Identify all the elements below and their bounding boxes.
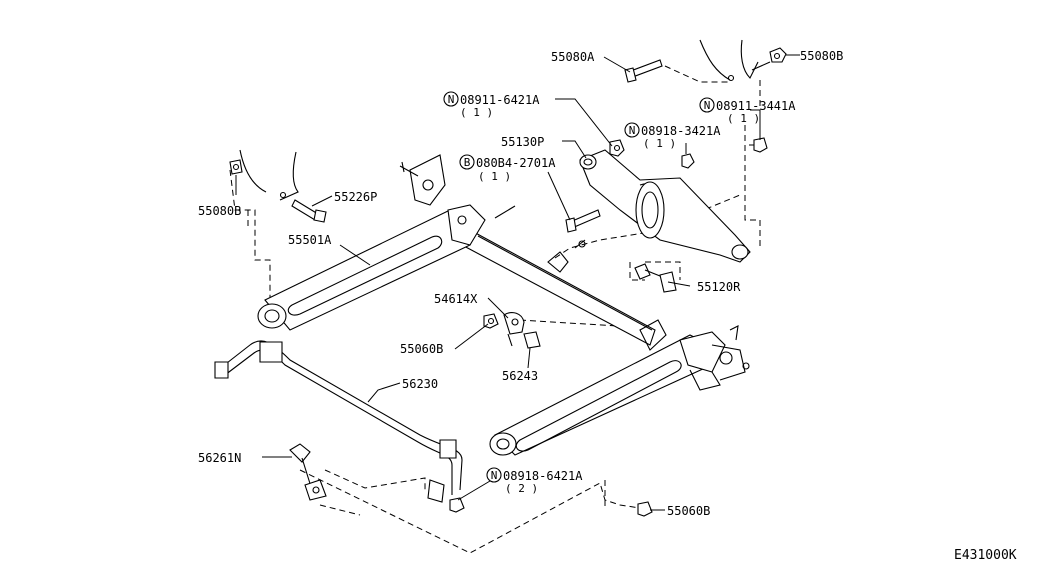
- label-55080B-left: 55080B: [198, 204, 241, 218]
- nut-55080B-top: [769, 47, 787, 63]
- label-08911-3441A: 08911-3441A: [716, 99, 796, 113]
- stabilizer-link-56261N: [289, 443, 327, 501]
- bolt-55226P: [291, 199, 327, 223]
- label-55060B-bottom: 55060B: [667, 504, 710, 518]
- label-56261N: 56261N: [198, 451, 241, 465]
- label-54614X: 54614X: [434, 292, 478, 306]
- upper-body-mount-left: [239, 149, 299, 201]
- qty-08918-6421A: ( 2 ): [505, 482, 538, 495]
- svg-text:B: B: [464, 156, 471, 169]
- qty-08911-6421A: ( 1 ): [460, 106, 493, 119]
- label-08911-6421A: 08911-6421A: [460, 93, 540, 107]
- circle-mark-N-4: N: [486, 467, 502, 483]
- link-55120R: [634, 263, 677, 293]
- bushing-clamp-54614X: [503, 312, 525, 347]
- bushing-56243: [523, 331, 541, 349]
- nut-08911-6421A: [609, 139, 625, 157]
- axle-mount-bracket: [579, 149, 751, 263]
- label-08918-6421A: 08918-6421A: [503, 469, 583, 483]
- label-55080B-top: 55080B: [800, 49, 843, 63]
- label-55080A: 55080A: [551, 50, 595, 64]
- qty-08918-3421A: ( 1 ): [643, 137, 676, 150]
- circle-mark-N-2: N: [699, 97, 715, 113]
- rear-axle-beam: [461, 229, 667, 351]
- qty-080B4-2701A: ( 1 ): [478, 170, 511, 183]
- upper-body-mount-right: [699, 39, 771, 82]
- circle-mark-B: B: [459, 154, 475, 170]
- diagram-code: E431000K: [954, 548, 1017, 563]
- nut-08918-6421A: [449, 497, 465, 513]
- nut-08918-3421A: [681, 153, 695, 169]
- nut-08911-3441A: [753, 137, 768, 153]
- circle-mark-N-1: N: [443, 91, 459, 107]
- circle-mark-N-3: N: [624, 122, 640, 138]
- label-55120R: 55120R: [697, 280, 741, 294]
- label-08918-3421A: 08918-3421A: [641, 124, 721, 138]
- svg-text:N: N: [491, 469, 498, 482]
- stabilizer-bar: [214, 340, 463, 503]
- label-55130P: 55130P: [501, 135, 544, 149]
- bolt-trailing-arm: [494, 205, 586, 249]
- svg-text:N: N: [448, 93, 455, 106]
- svg-text:N: N: [629, 124, 636, 137]
- label-55060B-mid: 55060B: [400, 342, 443, 356]
- svg-text:N: N: [704, 99, 711, 112]
- nut-55080B-left: [229, 159, 243, 175]
- label-56243: 56243: [502, 369, 538, 383]
- right-trailing-arm: [489, 325, 750, 456]
- label-55226P: 55226P: [334, 190, 377, 204]
- label-55501A: 55501A: [288, 233, 332, 247]
- label-080B4-2701A: 080B4-2701A: [476, 156, 556, 170]
- leader-lines: [235, 54, 800, 511]
- bolt-080B4: [565, 209, 601, 233]
- qty-08911-3441A: ( 1 ): [727, 112, 760, 125]
- nut-55060B-bottom: [637, 501, 653, 517]
- left-trailing-arm: [257, 154, 486, 331]
- label-56230: 56230: [402, 377, 438, 391]
- bolt-55080A: [624, 59, 663, 83]
